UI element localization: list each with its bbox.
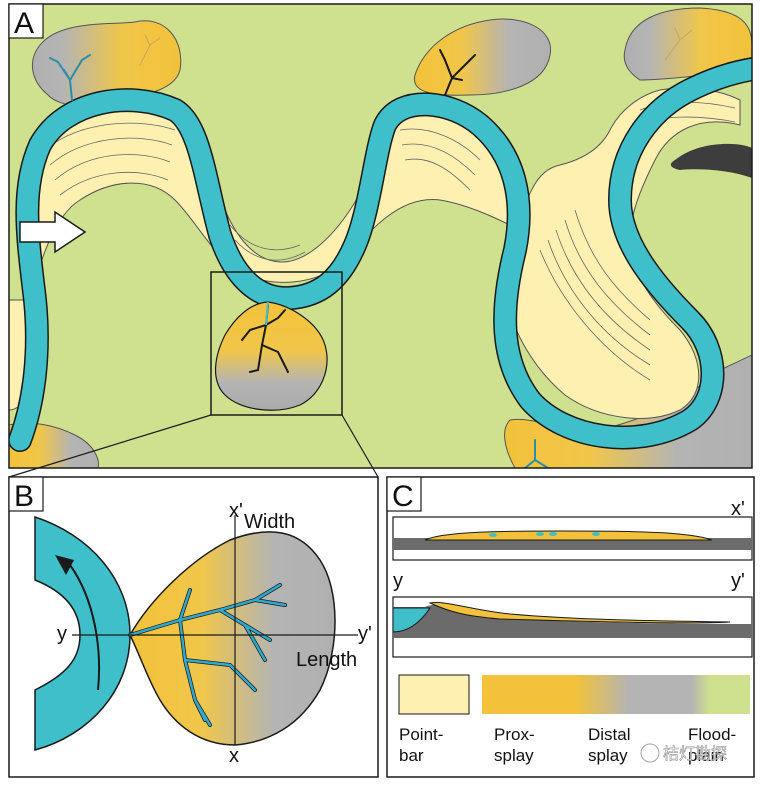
label-y-right: y' bbox=[358, 623, 372, 645]
watermark-text: 桔灯勘探 bbox=[663, 744, 727, 763]
section-x-channels bbox=[489, 532, 600, 537]
legend-pointbar-line1: Point- bbox=[399, 725, 443, 744]
label-c-y-left: y bbox=[393, 570, 403, 592]
label-y-left: y bbox=[57, 623, 67, 645]
flow-arrow bbox=[19, 210, 87, 254]
legend-distal-line2: splay bbox=[588, 746, 628, 765]
connector-lines bbox=[8, 414, 379, 478]
legend-flood-line2: plain bbox=[688, 746, 724, 765]
splay-channels-a bbox=[49, 27, 693, 468]
panel-b-letter: B bbox=[14, 480, 34, 513]
section-y-splay bbox=[428, 601, 731, 624]
panel-b: B x' Width y y' Length x bbox=[8, 476, 379, 778]
legend-distal-line1: Distal bbox=[588, 725, 631, 744]
panel-a-letter: A bbox=[14, 7, 34, 40]
legend-flood-line1: Flood- bbox=[688, 725, 736, 744]
inset-box bbox=[210, 271, 343, 416]
splay-top-center bbox=[414, 18, 551, 96]
splay-b bbox=[129, 531, 336, 746]
legend-pointbar-line2: bar bbox=[399, 746, 424, 765]
legend-swatch-pointbar bbox=[398, 674, 470, 715]
section-x-splay bbox=[424, 530, 713, 541]
wechat-icon bbox=[640, 743, 660, 763]
splay-top-right bbox=[623, 7, 752, 81]
section-y-channel bbox=[392, 607, 431, 633]
panel-c-letter: C bbox=[392, 480, 414, 513]
label-x-top: x' bbox=[229, 500, 243, 522]
splay-channels-b bbox=[128, 583, 287, 727]
flow-arrow-b bbox=[69, 564, 101, 691]
panel-c: C x' y y' Point- bar Prox- splay Distal … bbox=[386, 476, 755, 778]
legend-prox-line1: Prox- bbox=[494, 725, 535, 744]
legend-prox-line2: splay bbox=[494, 746, 534, 765]
label-length: Length bbox=[296, 649, 357, 671]
splay-inset bbox=[214, 301, 328, 411]
label-c-y-right: y' bbox=[731, 570, 745, 592]
label-x-bottom: x bbox=[229, 745, 239, 767]
legend: Point- bar Prox- splay Distal splay Floo… bbox=[398, 674, 750, 765]
panel-a: A bbox=[8, 3, 753, 469]
label-c-x-right: x' bbox=[731, 498, 745, 520]
dark-body bbox=[670, 143, 752, 178]
channel-arc-b bbox=[34, 515, 131, 751]
watermark: 桔灯勘探 bbox=[640, 743, 727, 763]
legend-swatch-splay-floodplain bbox=[482, 675, 750, 714]
label-width: Width bbox=[244, 511, 295, 533]
